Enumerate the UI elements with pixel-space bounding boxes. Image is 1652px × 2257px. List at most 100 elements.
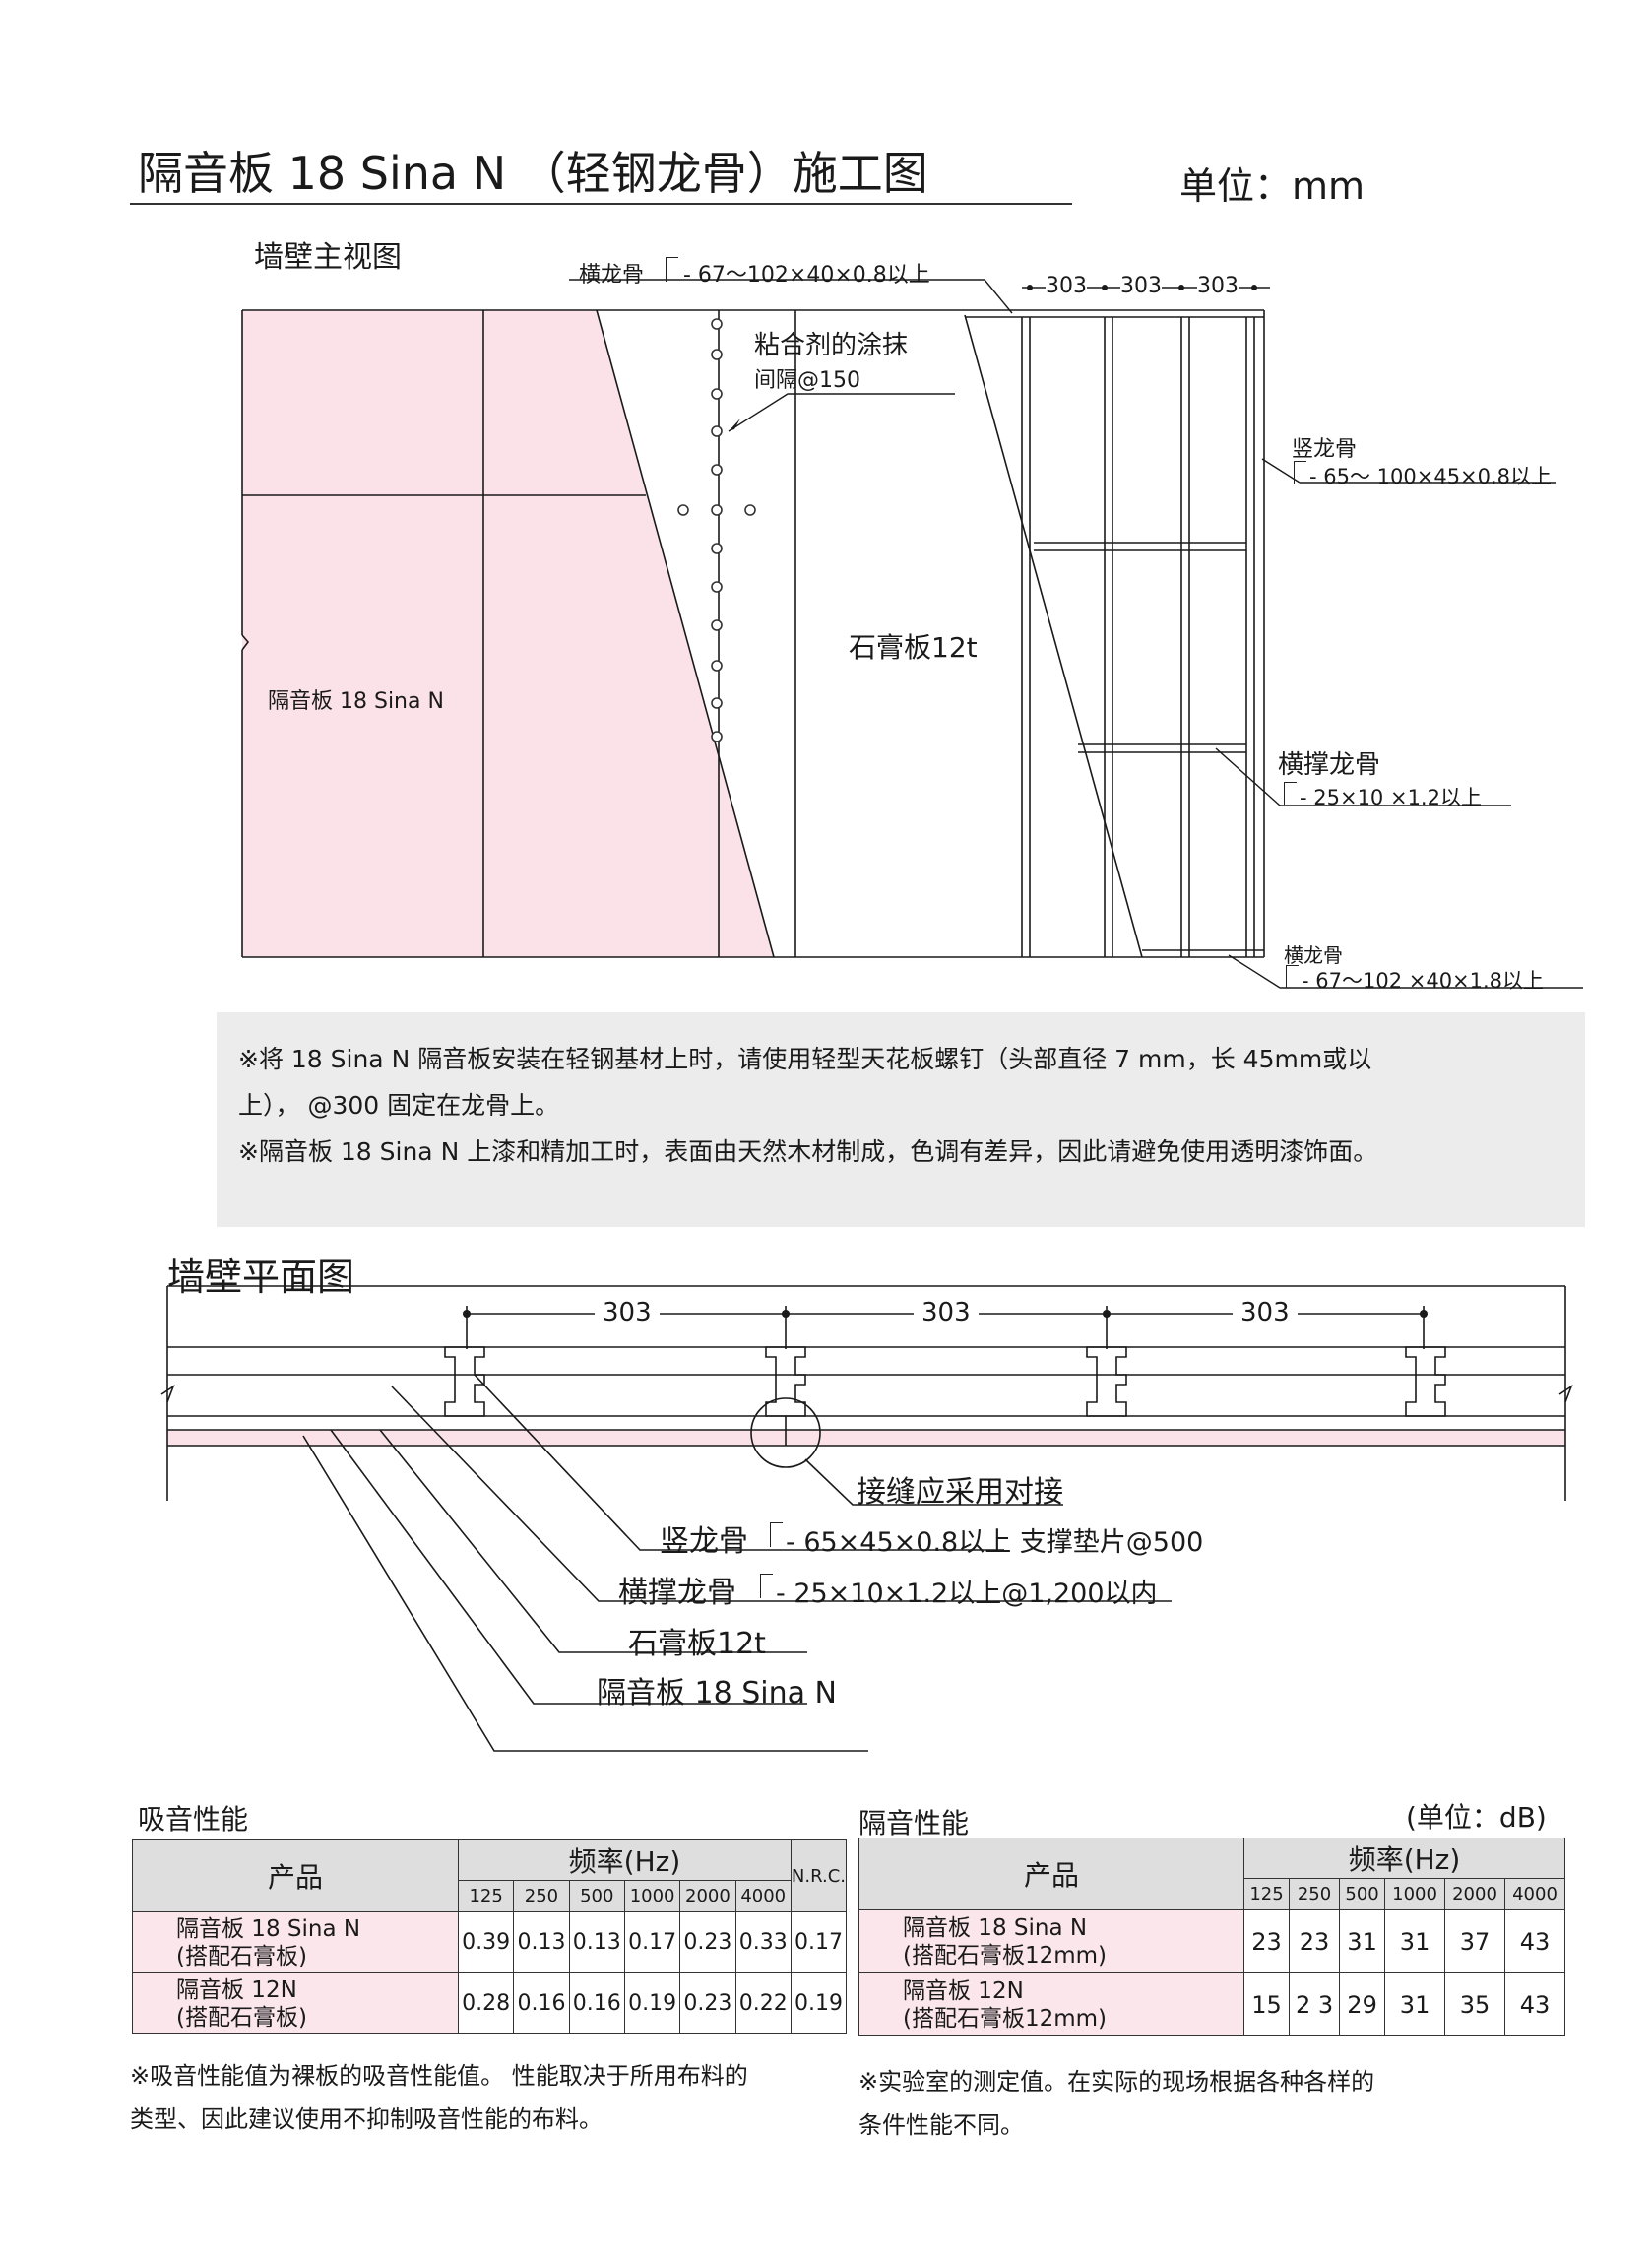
product-name: 隔音板 18 Sina N(搭配石膏板12mm) — [858, 1909, 1244, 1973]
panel-label: 隔音板 18 Sina N — [268, 689, 444, 714]
absorption-note-1: ※吸音性能值为裸板的吸音性能值。 性能取决于所用布料的 — [130, 2062, 748, 2090]
insulation-note-2: 条件性能不同。 — [858, 2111, 1024, 2139]
freq-cell: 500 — [568, 1880, 625, 1912]
brace-label: 横撑龙骨 — [1278, 750, 1381, 780]
bottom-runner-spec: - 67～102 ×40×1.8以上 — [1302, 969, 1545, 993]
freq-cell: 4000 — [1504, 1878, 1565, 1910]
front-spacing-1: 303 — [1046, 274, 1087, 298]
freq-cell: 2000 — [679, 1880, 736, 1912]
value-cell: 43 — [1504, 1909, 1565, 1973]
freq-cell: 500 — [1339, 1878, 1386, 1910]
nrc-cell: 0.19 — [790, 1972, 848, 2034]
top-runner-spec: - 67～102×40×0.8以上 — [683, 263, 930, 288]
absorption-table: 产品 频率(Hz) N.R.C. 125 250 500 1000 2000 4… — [132, 1839, 848, 2034]
insulation-table: 产品 频率(Hz) 125 250 500 1000 2000 4000 隔音板… — [858, 1838, 1565, 2036]
product-name: 隔音板 18 Sina N(搭配石膏板) — [132, 1911, 459, 1973]
freq-cell: 1000 — [623, 1880, 681, 1912]
note-line-3: ※隔音板 18 Sina N 上漆和精加工时，表面由天然木材制成，色调有差异，因… — [238, 1137, 1378, 1166]
bottom-runner-label: 横龙骨 — [1284, 943, 1343, 967]
adhesive-label-1: 粘合剂的涂抹 — [754, 331, 909, 360]
value-cell: 31 — [1384, 1972, 1446, 2036]
note-line-1: ※将 18 Sina N 隔音板安装在轻钢基材上时，请使用轻型天花板螺钉（头部直… — [238, 1045, 1372, 1073]
panel-callout: 隔音板 18 Sina N — [597, 1676, 837, 1710]
value-cell: 0.23 — [679, 1911, 736, 1973]
channel-icon — [1284, 782, 1297, 805]
table-row: 隔音板 18 Sina N(搭配石膏板) 0.39 0.13 0.13 0.17… — [132, 1911, 848, 1973]
freq-cell: 250 — [513, 1880, 570, 1912]
value-cell: 23 — [1242, 1909, 1291, 1973]
value-cell: 0.16 — [513, 1972, 570, 2034]
channel-icon — [1286, 965, 1299, 988]
value-cell: 37 — [1444, 1909, 1505, 1973]
value-cell: 2 3 — [1289, 1972, 1341, 2036]
adhesive-label-2: 间隔@150 — [754, 368, 860, 393]
plan-view-title: 墙壁平面图 — [167, 1256, 355, 1299]
absorption-title: 吸音性能 — [138, 1803, 249, 1836]
top-runner-label: 横龙骨 — [579, 263, 645, 288]
product-name: 隔音板 12N(搭配石膏板) — [132, 1972, 459, 2034]
stud-callout: 竖龙骨 — [660, 1524, 748, 1559]
front-spacing-2: 303 — [1120, 274, 1162, 298]
value-cell: 0.13 — [568, 1911, 625, 1973]
channel-icon — [770, 1522, 783, 1547]
insulation-note-1: ※实验室的测定值。在实际的现场根据各种各样的 — [858, 2068, 1375, 2096]
freq-cell: 1000 — [1384, 1878, 1446, 1910]
absorption-note-2: 类型、因此建议使用不抑制吸音性能的布料。 — [130, 2105, 603, 2133]
page-title: 隔音板 18 Sina N （轻钢龙骨）施工图 — [138, 147, 928, 200]
plan-spacing-1: 303 — [595, 1298, 660, 1327]
value-cell: 0.28 — [457, 1972, 515, 2034]
value-cell: 0.39 — [457, 1911, 515, 1973]
insulation-title: 隔音性能 — [858, 1807, 970, 1839]
value-cell: 0.33 — [734, 1911, 792, 1973]
table-row: 隔音板 12N(搭配石膏板12mm) 15 2 3 29 31 35 43 — [858, 1972, 1565, 2036]
value-cell: 31 — [1339, 1909, 1386, 1973]
joint-note: 接缝应采用对接 — [857, 1475, 1063, 1510]
channel-icon — [1294, 461, 1306, 484]
unit-label: 单位：mm — [1179, 164, 1366, 208]
table-row: 隔音板 12N(搭配石膏板) 0.28 0.16 0.16 0.19 0.23 … — [132, 1972, 848, 2034]
channel-icon — [666, 257, 678, 282]
nrc-header: N.R.C. — [790, 1839, 848, 1912]
freq-cell: 4000 — [734, 1880, 792, 1912]
front-spacing-3: 303 — [1197, 274, 1239, 298]
value-cell: 29 — [1339, 1972, 1386, 2036]
value-cell: 0.23 — [679, 1972, 736, 2034]
product-header: 产品 — [858, 1838, 1244, 1910]
value-cell: 0.16 — [568, 1972, 625, 2034]
freq-header: 频率(Hz) — [1243, 1838, 1565, 1879]
value-cell: 0.22 — [734, 1972, 792, 2034]
freq-cell: 125 — [1242, 1878, 1291, 1910]
stud-label: 竖龙骨 — [1292, 437, 1358, 462]
gypsum-label: 石膏板12t — [849, 631, 978, 664]
freq-header: 频率(Hz) — [458, 1839, 792, 1881]
stud-spec: - 65～ 100×45×0.8以上 — [1309, 465, 1553, 488]
value-cell: 0.17 — [623, 1911, 681, 1973]
value-cell: 43 — [1504, 1972, 1565, 2036]
plan-spacing-2: 303 — [914, 1298, 979, 1327]
title-underline — [130, 203, 1072, 205]
front-view-title: 墙壁主视图 — [254, 240, 402, 275]
freq-cell: 2000 — [1444, 1878, 1505, 1910]
product-header: 产品 — [132, 1839, 459, 1912]
notes-box — [217, 1012, 1585, 1227]
freq-cell: 250 — [1289, 1878, 1341, 1910]
gypsum-callout: 石膏板12t — [628, 1627, 766, 1661]
stud-callout-spec: - 65×45×0.8以上 支撑垫片@500 — [786, 1527, 1204, 1558]
brace-callout: 横撑龙骨 — [618, 1576, 736, 1610]
channel-icon — [760, 1574, 773, 1598]
value-cell: 31 — [1384, 1909, 1446, 1973]
product-name: 隔音板 12N(搭配石膏板12mm) — [858, 1972, 1244, 2036]
brace-spec: - 25×10 ×1.2以上 — [1300, 786, 1482, 809]
value-cell: 35 — [1444, 1972, 1505, 2036]
plan-spacing-3: 303 — [1233, 1298, 1298, 1327]
brace-callout-spec: - 25×10×1.2以上@1,200以内 — [776, 1579, 1158, 1609]
nrc-cell: 0.17 — [790, 1911, 848, 1973]
value-cell: 0.13 — [513, 1911, 570, 1973]
value-cell: 15 — [1242, 1972, 1291, 2036]
freq-cell: 125 — [457, 1880, 515, 1912]
value-cell: 23 — [1289, 1909, 1341, 1973]
note-line-2: 上）， @300 固定在龙骨上。 — [238, 1091, 560, 1120]
value-cell: 0.19 — [623, 1972, 681, 2034]
insulation-unit: (单位：dB) — [1406, 1801, 1547, 1834]
